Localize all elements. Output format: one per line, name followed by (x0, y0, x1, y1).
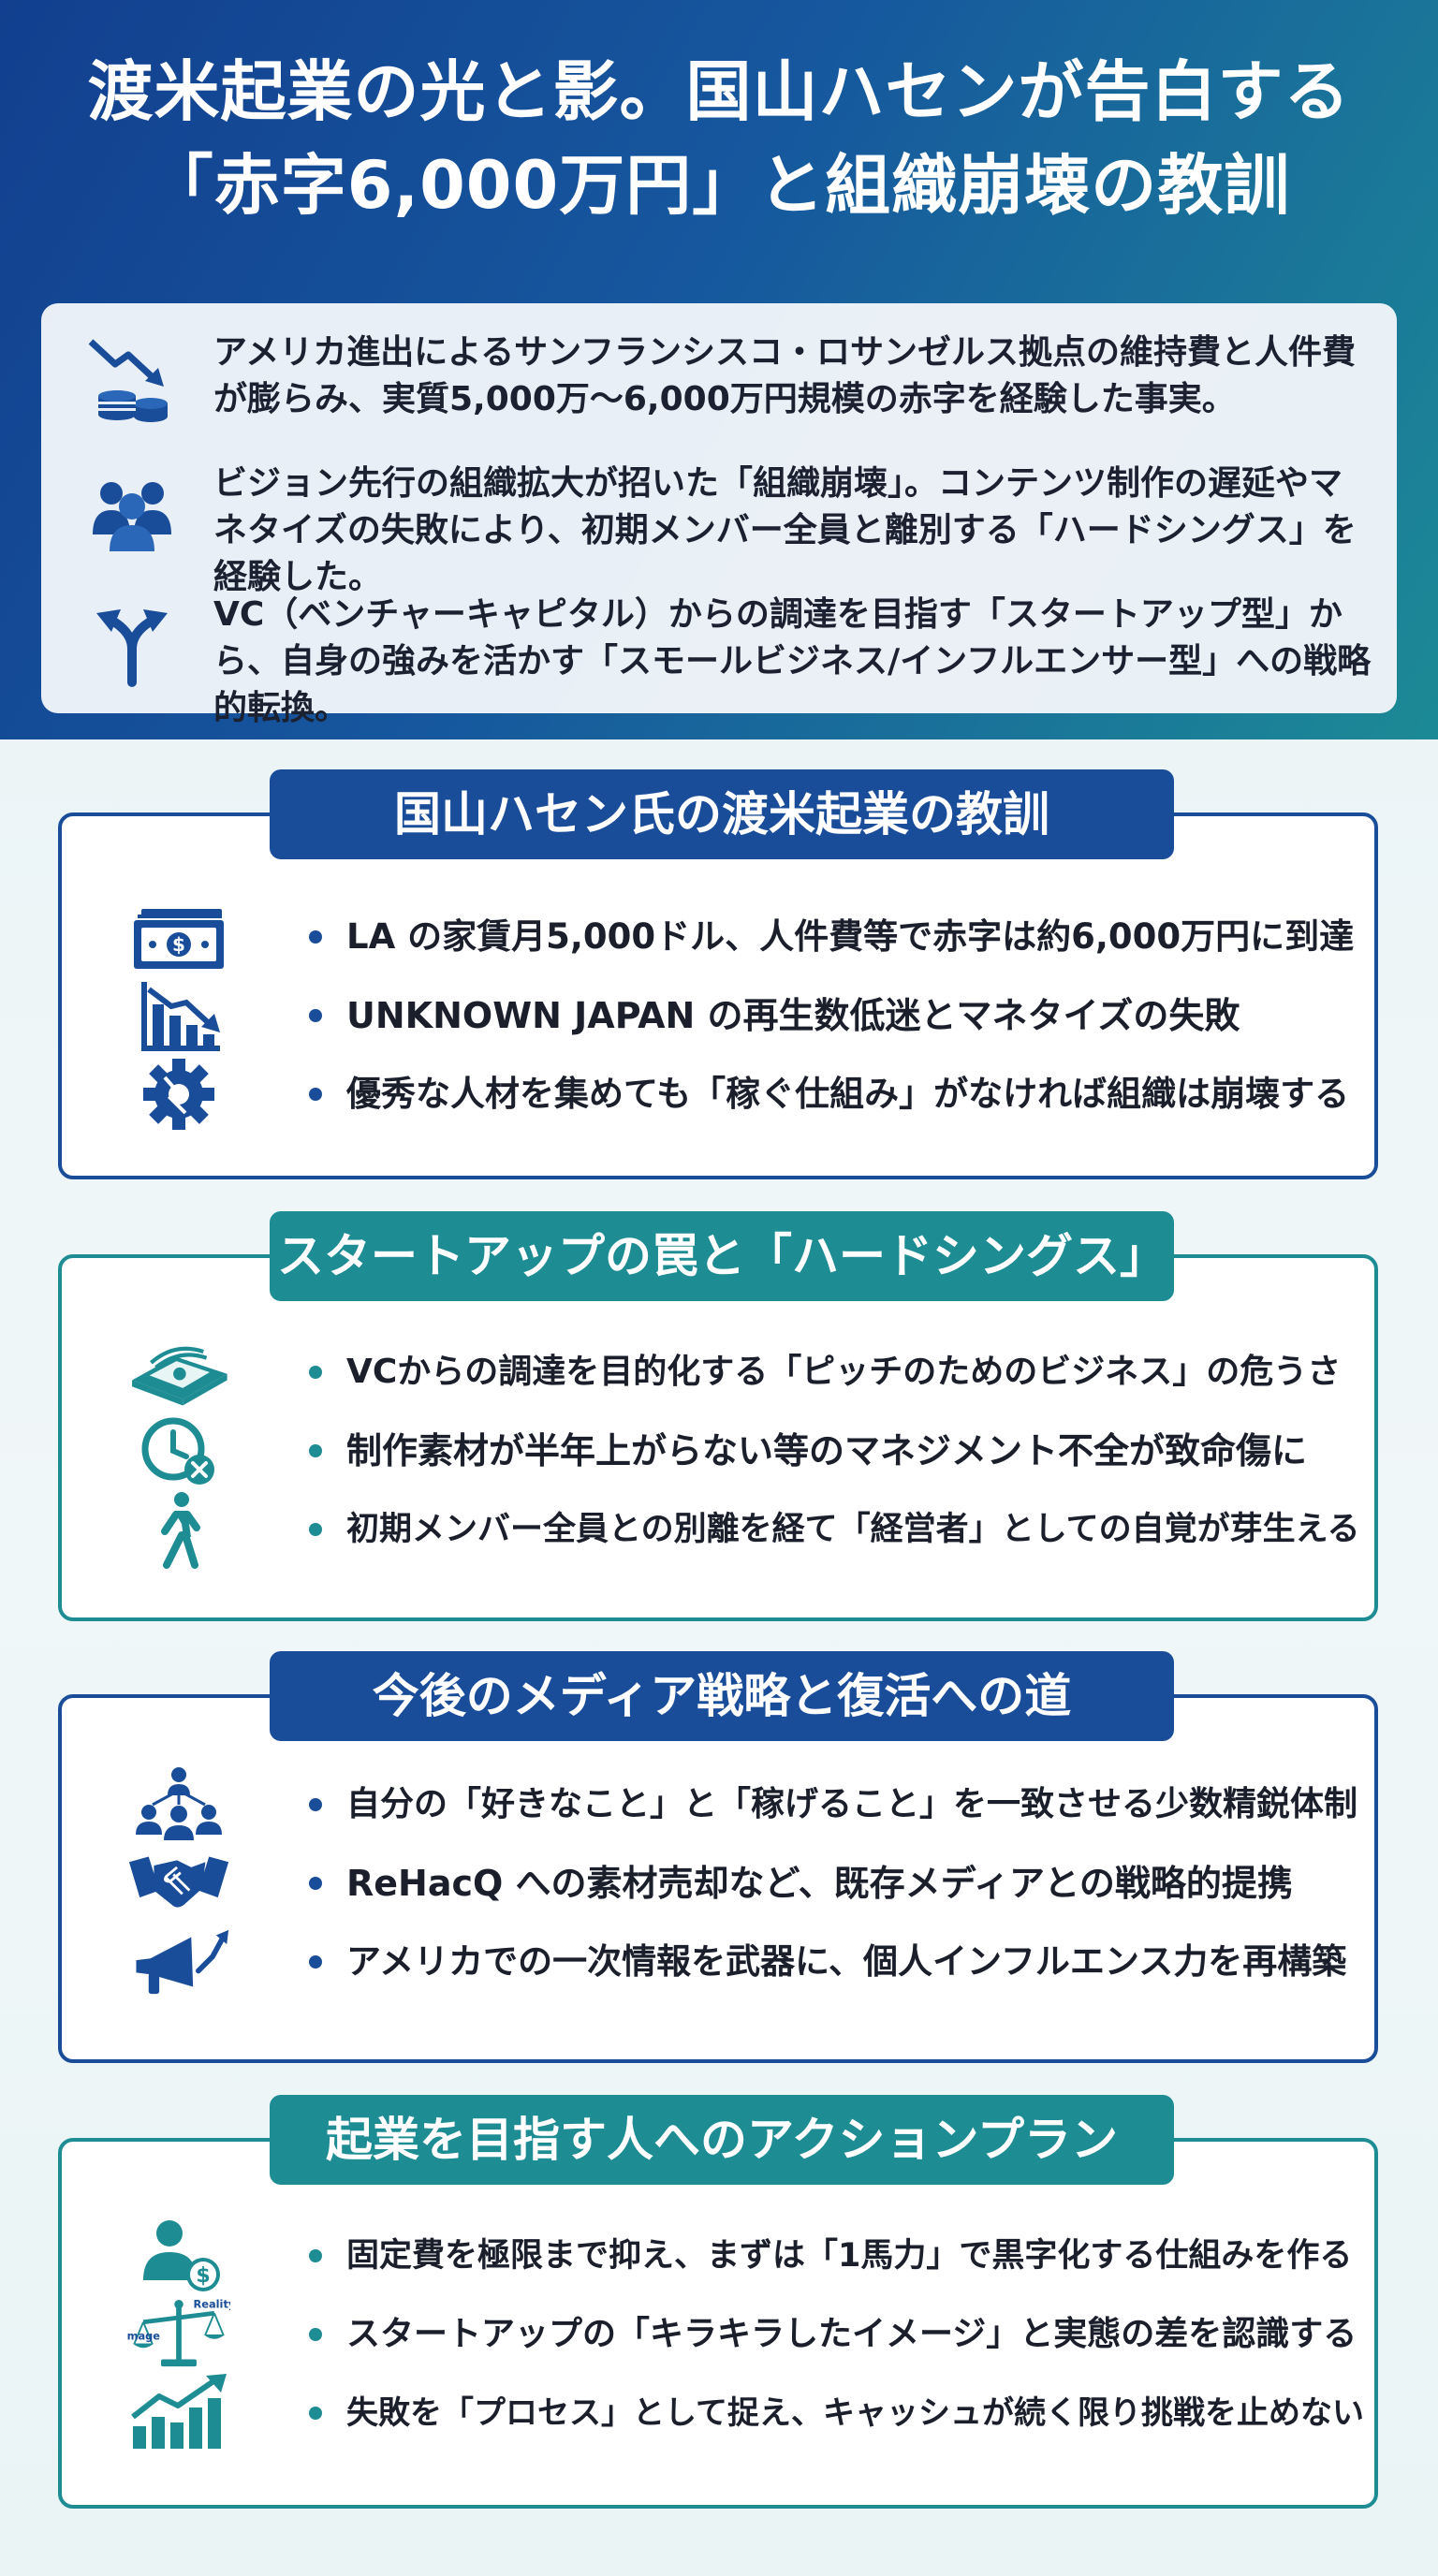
summary-item: VC（ベンチャーキャピタル）からの調達を目指す「スタートアップ型」から、自身の強… (41, 592, 1397, 727)
bullet-dot (309, 1366, 322, 1379)
list-item: VCからの調達を目的化する「ピッチのためのビジネス」の危うさ (62, 1333, 1372, 1412)
bullet-dot (309, 1523, 322, 1536)
megaphone-icon (127, 1923, 230, 2001)
list-item: 優秀な人材を集めても「稼ぐ仕組み」がなければ組織は崩壊する (62, 1055, 1372, 1134)
title-line-1: 渡米起業の光と影。国山ハセンが告白する (87, 53, 1351, 130)
svg-text:$: $ (172, 933, 185, 956)
scale-label-reality: Reality (194, 2298, 230, 2311)
list-item-text: 固定費を極限まで抑え、まずは「1馬力」で黒字化する仕組みを作る (346, 2237, 1353, 2275)
list-item-text: スタートアップの「キラキラしたイメージ」と実態の差を認識する (346, 2315, 1357, 2353)
bullet-dot (309, 2249, 322, 2262)
title-line-2: 「赤字6,000万円」と組織崩壊の教訓 (147, 147, 1291, 224)
section-title: 今後のメディア戦略と復活への道 (270, 1651, 1174, 1741)
split-arrows-icon (82, 592, 182, 691)
list-item: Image Reality スタートアップの「キラキラしたイメージ」と実態の差を… (62, 2295, 1372, 2374)
section-title: スタートアップの罠と「ハードシングス」 (270, 1211, 1174, 1301)
bullet-dot (309, 1798, 322, 1811)
bullet-dot (309, 1877, 322, 1890)
header-banner: 渡米起業の光と影。国山ハセンが告白する 「赤字6,000万円」と組織崩壊の教訓 (0, 0, 1438, 739)
money-trap-icon (127, 1333, 230, 1412)
svg-text:$: $ (196, 2264, 210, 2288)
list-item: 自分の「好きなこと」と「稼げること」を一致させる少数精鋭体制 (62, 1765, 1372, 1844)
section-startup-trap: スタートアップの罠と「ハードシングス」 VCからの調達を目的化する「ピッチのため… (58, 1211, 1378, 1621)
list-item-text: 制作素材が半年上がらない等のマネジメント不全が致命傷に (346, 1430, 1308, 1471)
bullet-dot (309, 1088, 322, 1101)
list-item-text: ReHacQ への素材売却など、既存メディアとの戦略的提携 (346, 1863, 1293, 1904)
list-item-text: アメリカでの一次情報を武器に、個人インフルエンス力を再構築 (346, 1941, 1347, 1982)
section-lessons: 国山ハセン氏の渡米起業の教訓 $ LA の家賃月5,000ドル、人件費等で赤字は… (58, 769, 1378, 1179)
bullet-dot (309, 930, 322, 944)
list-item-text: 優秀な人材を集めても「稼ぐ仕組み」がなければ組織は崩壊する (346, 1074, 1350, 1114)
person-dollar-icon: $ (127, 2217, 230, 2295)
declining-chart-icon (127, 976, 230, 1055)
summary-text: ビジョン先行の組織拡大が招いた「組織崩壊」。コンテンツ制作の遅延やマネタイズの失… (213, 464, 1357, 596)
list-item-text: UNKNOWN JAPAN の再生数低迷とマネタイズの失敗 (346, 995, 1240, 1036)
list-item: UNKNOWN JAPAN の再生数低迷とマネタイズの失敗 (62, 976, 1372, 1055)
clock-cancel-icon (127, 1412, 230, 1490)
section-media-strategy: 今後のメディア戦略と復活への道 (58, 1651, 1378, 2063)
list-item-text: 初期メンバー全員との別離を経て「経営者」としての自覚が芽生える (346, 1511, 1360, 1548)
walking-person-icon (127, 1490, 230, 1569)
bullet-dot (309, 2328, 322, 2341)
list-item: 失敗を「プロセス」として捉え、キャッシュが続く限り挑戦を止めない (62, 2374, 1372, 2452)
team-icon (82, 461, 182, 560)
coins-down-icon (82, 329, 182, 429)
list-item: 制作素材が半年上がらない等のマネジメント不全が致命傷に (62, 1412, 1372, 1490)
bullet-dot (309, 2407, 322, 2420)
list-item-text: 自分の「好きなこと」と「稼げること」を一致させる少数精鋭体制 (346, 1785, 1358, 1823)
summary-item: ビジョン先行の組織拡大が招いた「組織崩壊」。コンテンツ制作の遅延やマネタイズの失… (41, 461, 1397, 596)
summary-box: アメリカ進出によるサンフランシスコ・ロサンゼルス拠点の維持費と人件費が膨らみ、実… (41, 303, 1397, 727)
summary-text: VC（ベンチャーキャピタル）からの調達を目指す「スタートアップ型」から、自身の強… (213, 595, 1372, 727)
list-item: $ LA の家賃月5,000ドル、人件費等で赤字は約6,000万円に到達 (62, 898, 1372, 976)
list-item: 初期メンバー全員との別離を経て「経営者」としての自覚が芽生える (62, 1490, 1372, 1569)
list-item: アメリカでの一次情報を武器に、個人インフルエンス力を再構築 (62, 1923, 1372, 2001)
list-item-text: 失敗を「プロセス」として捉え、キャッシュが続く限り挑戦を止めない (346, 2394, 1364, 2432)
page-title: 渡米起業の光と影。国山ハセンが告白する 「赤字6,000万円」と組織崩壊の教訓 (0, 45, 1438, 232)
money-bill-icon: $ (127, 898, 230, 976)
summary-text: アメリカ進出によるサンフランシスコ・ロサンゼルス拠点の維持費と人件費が膨らみ、実… (213, 333, 1357, 418)
growth-chart-icon (127, 2374, 230, 2452)
list-item-text: VCからの調達を目的化する「ピッチのためのビジネス」の危うさ (346, 1353, 1342, 1391)
list-item-text: LA の家賃月5,000ドル、人件費等で赤字は約6,000万円に到達 (346, 916, 1355, 957)
balance-scale-icon: Image Reality (127, 2295, 230, 2374)
section-title: 国山ハセン氏の渡米起業の教訓 (270, 769, 1174, 859)
list-item: $ 固定費を極限まで抑え、まずは「1馬力」で黒字化する仕組みを作る (62, 2217, 1372, 2295)
bullet-dot (309, 1444, 322, 1457)
broken-gear-icon (127, 1055, 230, 1134)
scale-label-image: Image (127, 2330, 160, 2343)
bullet-dot (309, 1009, 322, 1022)
list-item: ReHacQ への素材売却など、既存メディアとの戦略的提携 (62, 1844, 1372, 1923)
handshake-icon (127, 1844, 230, 1923)
network-team-icon (127, 1765, 230, 1844)
section-title: 起業を目指す人へのアクションプラン (270, 2095, 1174, 2185)
section-action-plan: 起業を目指す人へのアクションプラン $ 固定費を極限まで抑え、まずは「1馬力」で… (58, 2095, 1378, 2509)
bullet-dot (309, 1955, 322, 1969)
summary-item: アメリカ進出によるサンフランシスコ・ロサンゼルス拠点の維持費と人件費が膨らみ、実… (41, 329, 1397, 432)
